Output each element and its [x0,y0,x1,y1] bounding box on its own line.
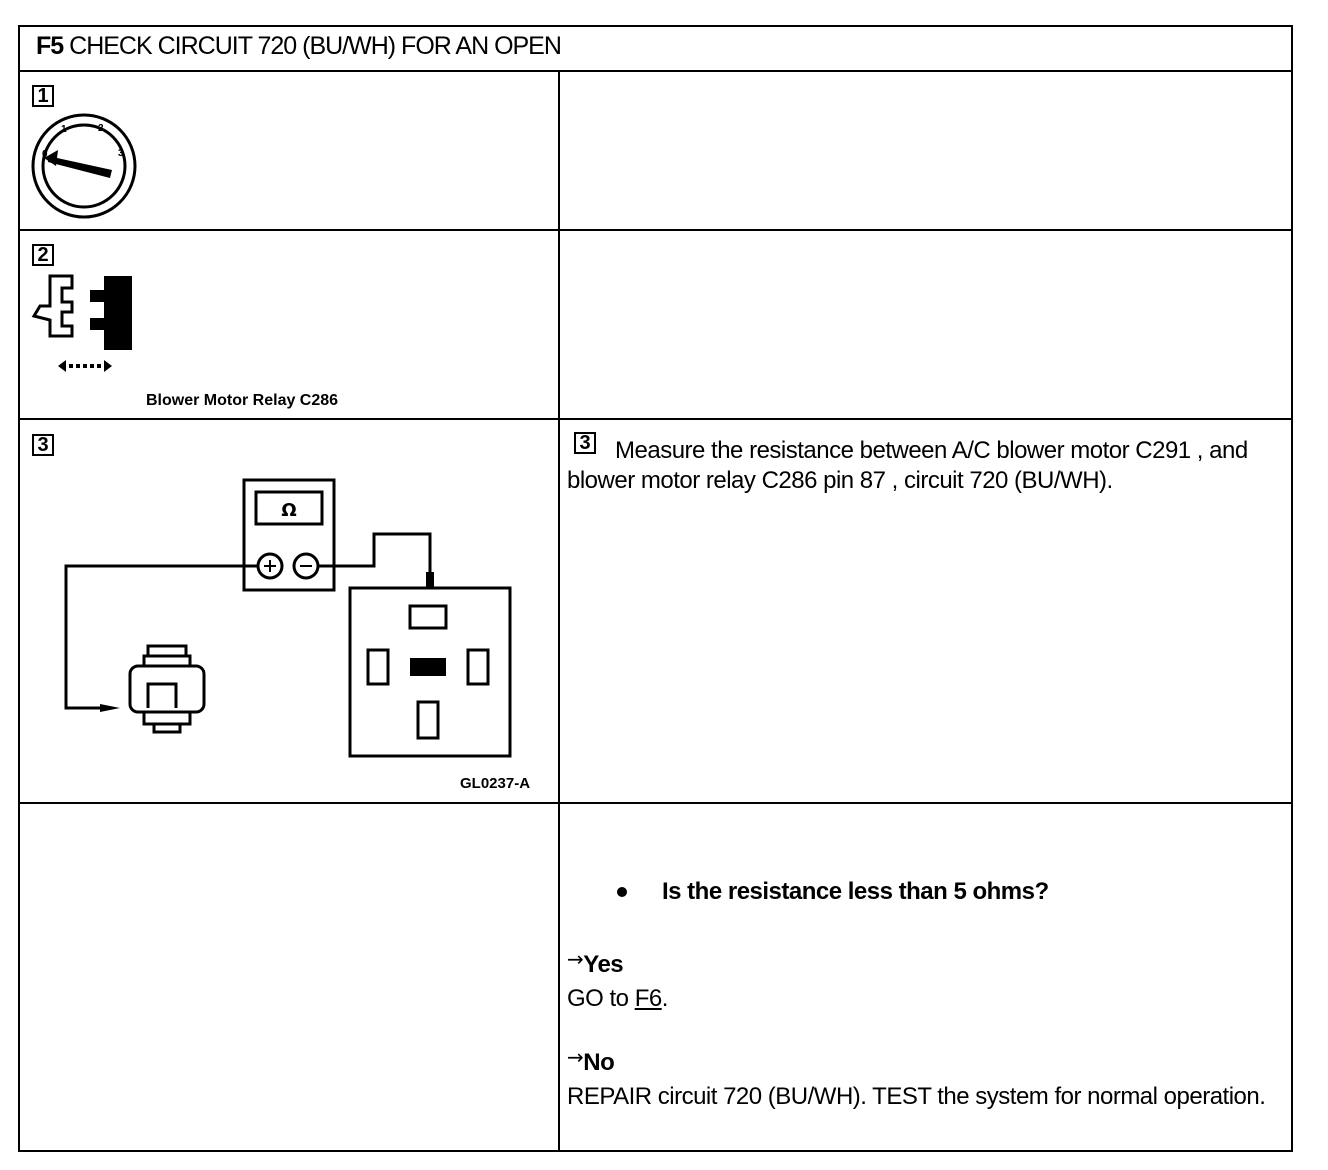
svg-text:2: 2 [98,123,104,134]
yes-action-suffix: . [661,985,669,1012]
step-title: CHECK CIRCUIT 720 (BU/WH) FOR AN OPEN [69,32,562,60]
step-number-2: 2 [32,244,54,266]
bullet-icon [617,887,627,897]
answer-no-action: REPAIR circuit 720 (BU/WH). TEST the sys… [567,1083,1266,1110]
answer-no-heading: →No [567,1045,615,1078]
answer-yes-action: GO to F6. [567,984,668,1014]
step-number-1: 1 [32,85,54,107]
step-id: F5 [36,32,64,60]
answer-yes-heading: →Yes [567,947,624,980]
row-divider [18,802,1293,804]
column-divider [558,70,560,1152]
procedure-table [18,25,1293,1152]
svg-text:0: 0 [42,149,48,160]
arrow-icon: → [567,1045,584,1069]
row-divider [18,418,1293,420]
ohm-symbol: Ω [281,500,296,521]
page-title: F5 CHECK CIRCUIT 720 (BU/WH) FOR AN OPEN [36,32,562,61]
arrow-icon: → [567,947,584,971]
svg-text:1: 1 [61,124,67,135]
question: Is the resistance less than 5 ohms? [662,878,1049,905]
header-divider [18,70,1293,72]
instruction-step-number: 3 [574,432,596,454]
connector-caption: Blower Motor Relay C286 [146,392,339,409]
ohmmeter-measurement-icon: Ω [64,478,512,758]
disconnect-connector-icon [31,274,132,372]
ignition-switch-off-icon: 0 1 2 3 [31,113,137,219]
row-divider [18,229,1293,231]
figure-id: GL0237-A [460,775,531,792]
answer-no-label: No [583,1049,615,1076]
yes-action-prefix: GO to [567,985,635,1012]
step-instruction: Measure the resistance between A/C blowe… [567,436,1282,496]
svg-text:3: 3 [118,148,124,159]
goto-f6-link[interactable]: F6 [634,985,663,1012]
answer-yes-label: Yes [583,951,624,978]
instruction-text: Measure the resistance between A/C blowe… [567,437,1248,494]
step-number-3: 3 [32,434,54,456]
